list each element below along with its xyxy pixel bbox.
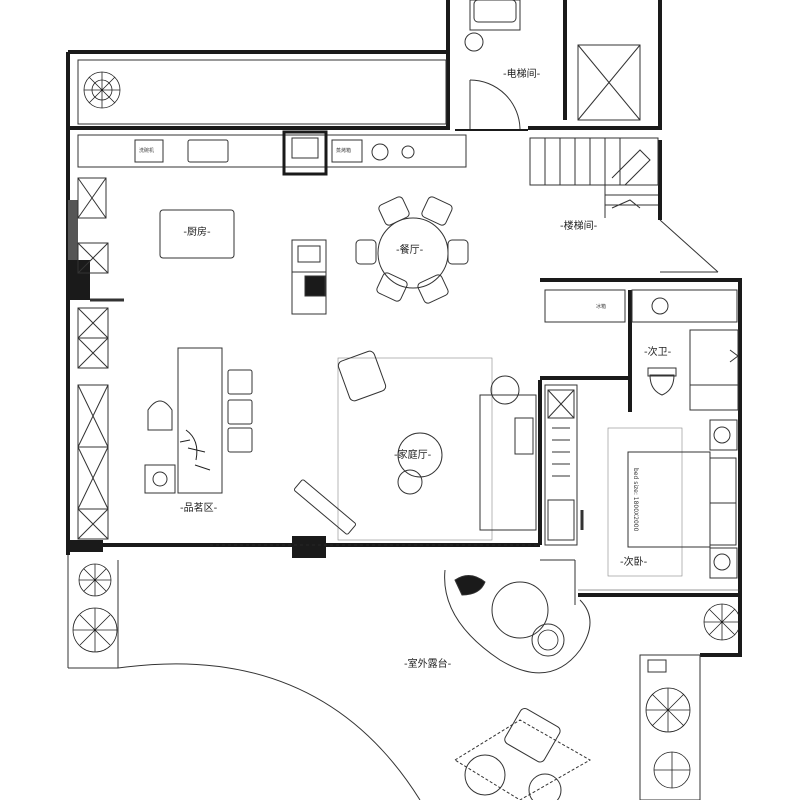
label-bedroom: -次卧-	[620, 557, 648, 568]
wall-column	[292, 536, 326, 558]
appliance-label-3: 冰箱	[596, 304, 607, 310]
label-living: -家庭厅-	[394, 450, 432, 461]
living-area	[210, 350, 540, 546]
dining-set	[355, 196, 469, 304]
wall-column	[68, 260, 90, 300]
tea-area	[144, 347, 253, 494]
elevator-area	[455, 0, 641, 131]
bed-size-note: bed size: 1800X2000	[632, 468, 639, 532]
label-bathroom: -次卫-	[644, 347, 672, 358]
terrace-plants	[72, 563, 741, 789]
kitchen-counter	[77, 130, 467, 219]
label-kitchen: -厨房-	[183, 227, 211, 238]
bedroom	[544, 384, 740, 591]
kitchen-island	[159, 209, 235, 259]
label-terrace: -室外露台-	[404, 659, 452, 670]
label-elevator: -电梯间-	[503, 69, 541, 80]
terrace	[67, 555, 701, 800]
appliance-label-2: 蒸烤箱	[336, 148, 352, 154]
appliance-label-1: 洗碗机	[139, 148, 155, 154]
stair	[529, 137, 719, 273]
courtyard-strip	[77, 59, 447, 125]
plant-top-left	[83, 71, 121, 109]
bathroom	[544, 289, 739, 411]
fridge-unit	[291, 239, 327, 315]
label-tea-area: -品茗区-	[180, 503, 218, 514]
left-cabinets	[77, 242, 124, 540]
label-dining: -餐厅-	[396, 245, 424, 256]
wall-column	[68, 540, 103, 552]
wall-column	[68, 200, 78, 260]
label-stair: -楼梯间-	[560, 221, 598, 232]
